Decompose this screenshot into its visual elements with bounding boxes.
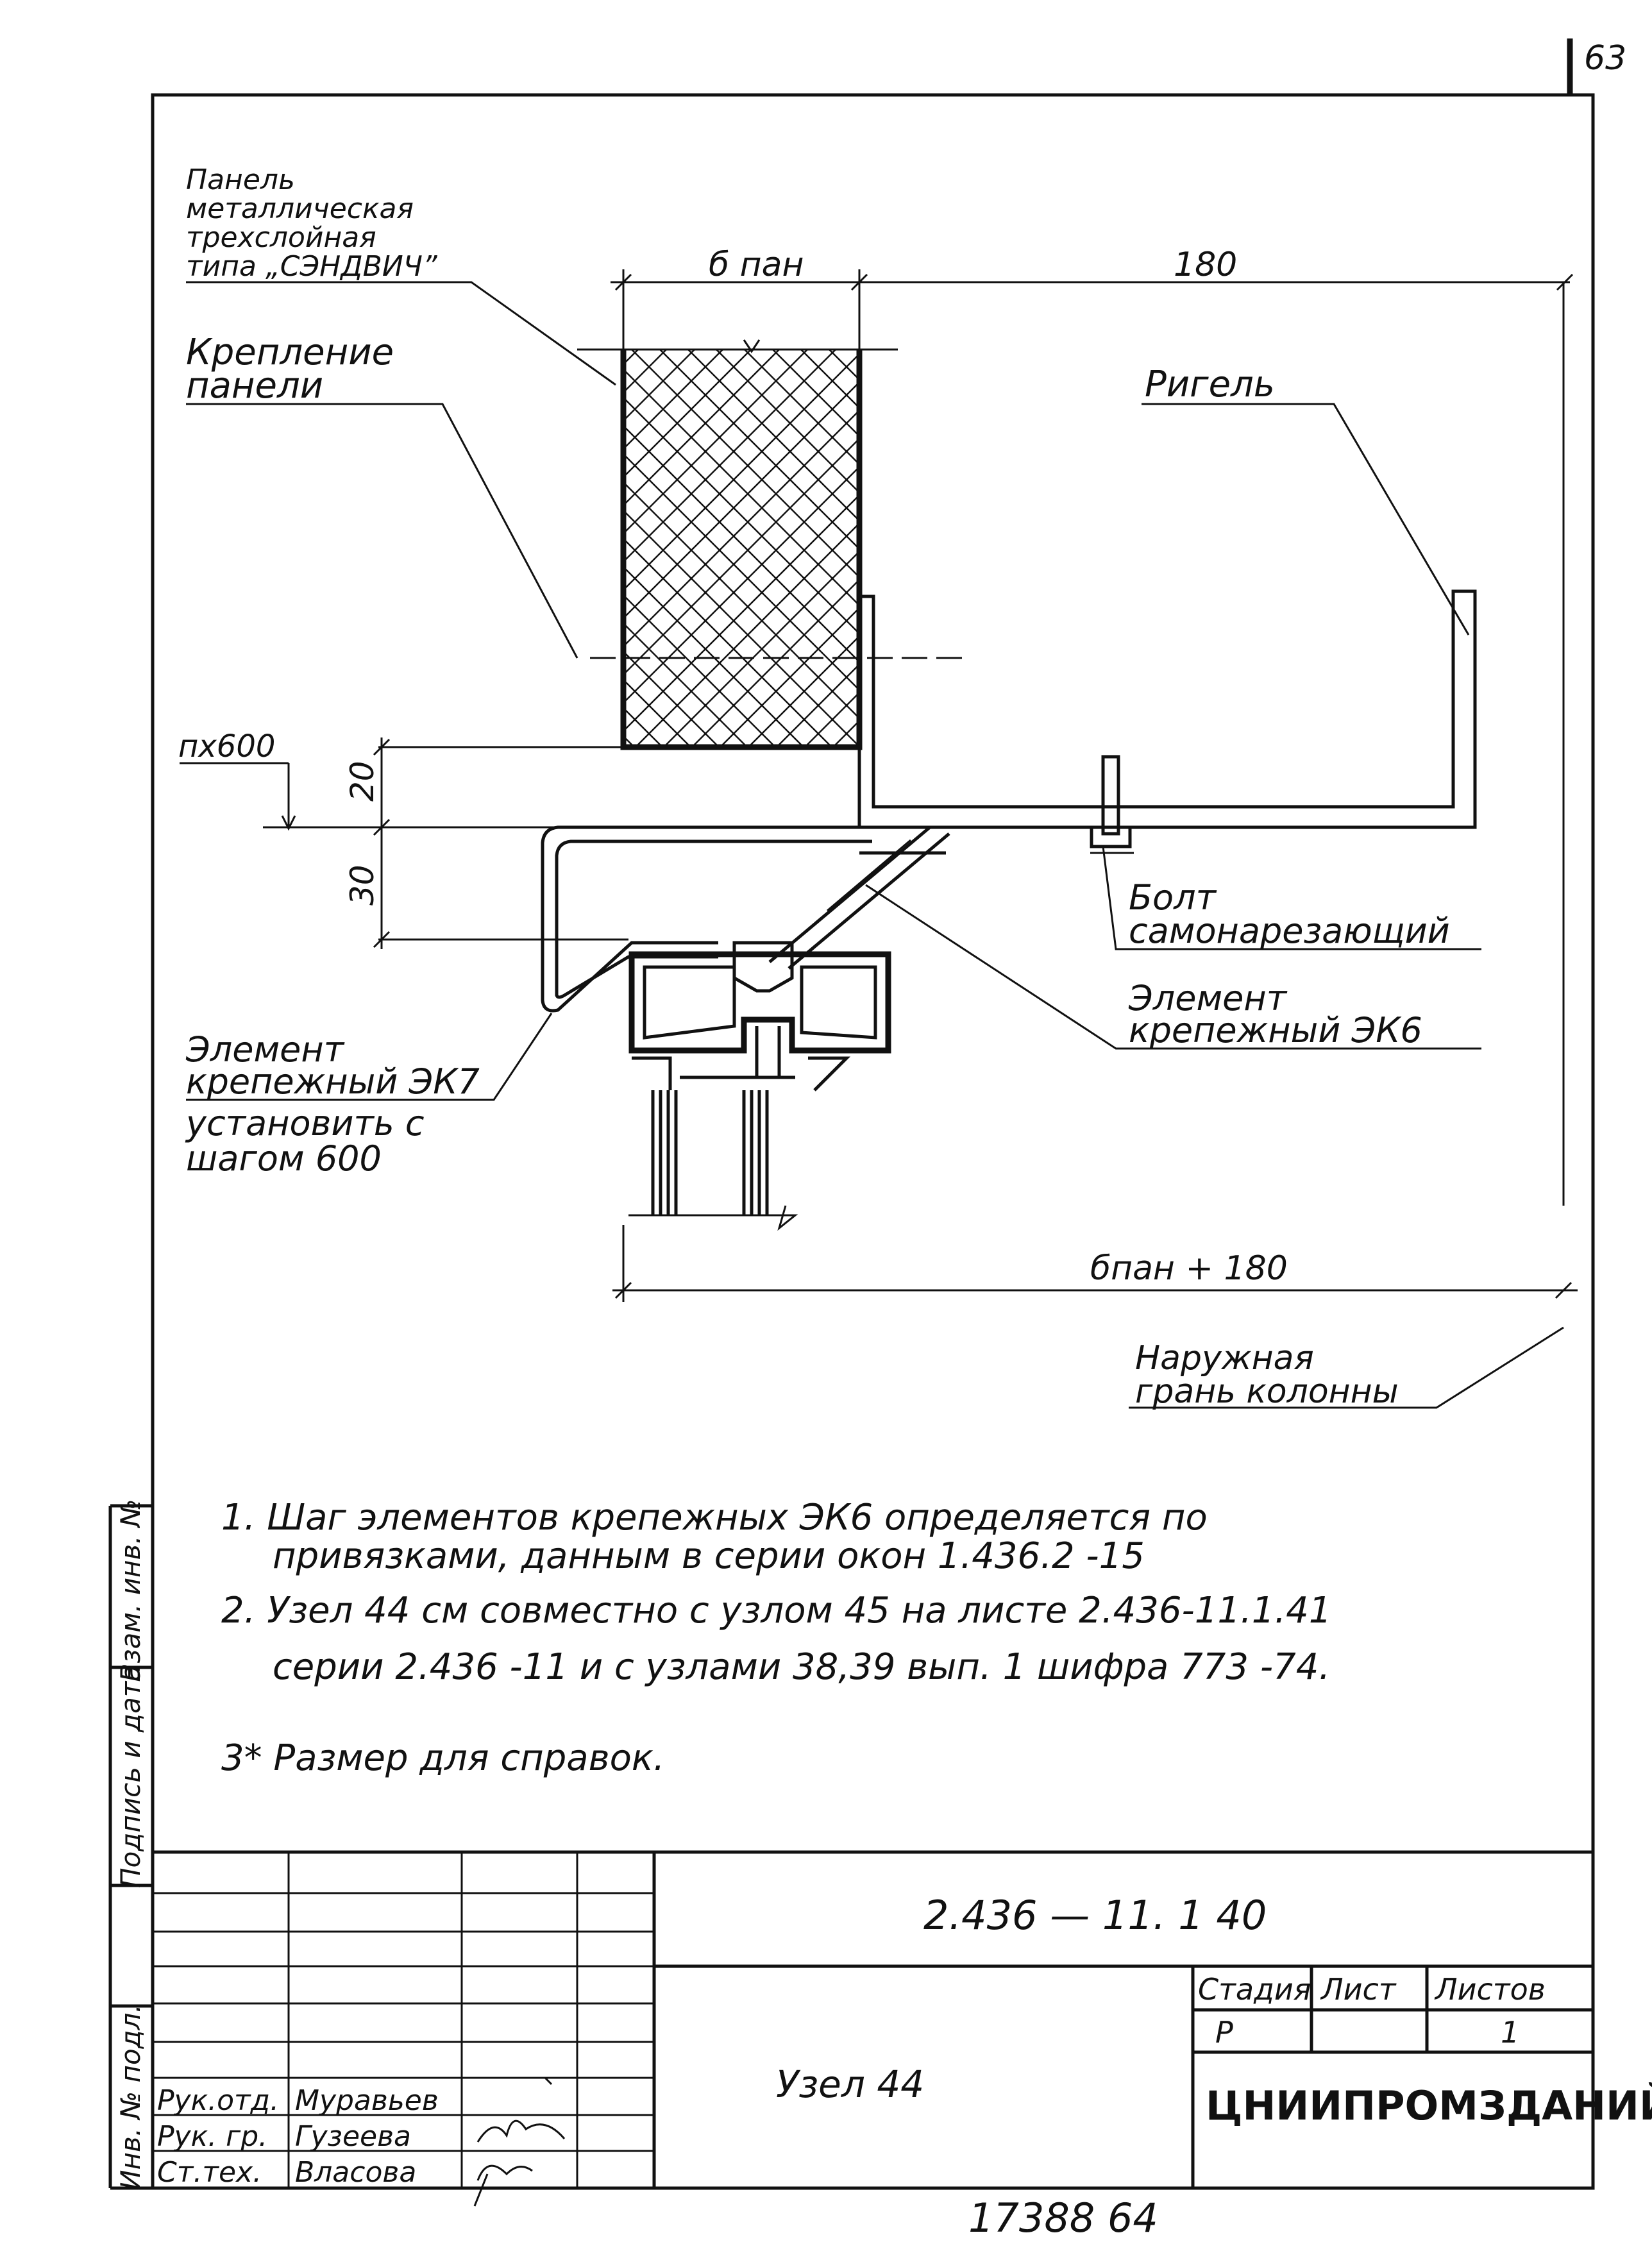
label-panel: Панель металлическая трехслойная типа „С…: [186, 164, 438, 283]
bottom-number: 17388 64: [968, 2195, 1158, 2241]
drawing-title: Узел 44: [776, 2062, 924, 2106]
sandwich-panel: [577, 339, 898, 750]
svg-text:крепежный ЭК6: крепежный ЭК6: [1129, 1010, 1422, 1050]
svg-text:типа „СЭНДВИЧ”: типа „СЭНДВИЧ”: [186, 250, 438, 283]
svg-text:Болт: Болт: [1129, 877, 1217, 918]
stage-value: Р: [1215, 2015, 1233, 2050]
svg-text:металлическая: металлическая: [186, 192, 414, 225]
label-rigel: Ригель: [1145, 364, 1275, 405]
svg-text:Ст.тех.: Ст.тех.: [157, 2156, 262, 2189]
svg-text:Муравьев: Муравьев: [295, 2084, 439, 2117]
label-panel-fastening: Крепление панели: [186, 332, 394, 407]
role-row: Рук.отд. Муравьев: [157, 2084, 439, 2117]
label-element-ek7: Элемент крепежный ЭК7 установить с шагом…: [185, 1029, 480, 1179]
leader-lines: [186, 281, 1564, 1409]
role-row: Ст.тех. Власова: [157, 2156, 416, 2189]
svg-text:установить с: установить с: [185, 1103, 425, 1143]
svg-text:панели: панели: [186, 365, 323, 407]
dimension-20-label: 20: [344, 761, 381, 802]
note-3: 3* Размер для справок.: [221, 1737, 665, 1779]
drawing-code: 2.436 — 11. 1 40: [923, 1892, 1267, 1939]
svg-text:Элемент: Элемент: [185, 1029, 345, 1070]
svg-text:трехслойная: трехслойная: [186, 221, 376, 254]
svg-text:Рук. гр.: Рук. гр.: [157, 2120, 267, 2153]
note-2-line-1: 2. Узел 44 см совместно с узлом 45 на ли…: [221, 1590, 1331, 1631]
svg-text:шагом 600: шагом 600: [186, 1138, 382, 1179]
side-stamp-inventory: Инв. № подл.: [115, 2004, 146, 2190]
note-1-line-1: 1. Шаг элементов крепежных ЭК6 определяе…: [221, 1497, 1208, 1538]
notes: 1. Шаг элементов крепежных ЭК6 определяе…: [221, 1497, 1331, 1779]
fastening-element-ek6: [768, 826, 950, 970]
dimension-b-pan-180-label: бпан + 180: [1090, 1249, 1288, 1288]
note-2-line-2: серии 2.436 -11 и с узлами 38,39 вып. 1 …: [273, 1646, 1330, 1688]
svg-text:Наружная: Наружная: [1135, 1339, 1314, 1378]
dimension-b-pan: [611, 269, 872, 350]
dimension-b-pan-180: [612, 1225, 1578, 1302]
sheet-corner-number: 63: [1584, 39, 1626, 78]
title-block-grid: [153, 1850, 1593, 2188]
dimension-b-pan-label: б пан: [709, 246, 804, 284]
role-row: Рук. гр. Гузеева: [157, 2120, 411, 2153]
window-frame-profile: [628, 941, 891, 1231]
note-1-line-2: привязками, данным в серии окон 1.436.2 …: [273, 1535, 1145, 1577]
dimension-nx600-label: пх600: [178, 729, 275, 764]
svg-text:Власова: Власова: [295, 2156, 416, 2189]
stage-label: Стадия: [1198, 1972, 1311, 2007]
svg-text:Элемент: Элемент: [1128, 978, 1288, 1018]
rigel-channel: [857, 589, 1477, 829]
svg-text:самонарезающий: самонарезающий: [1129, 911, 1450, 951]
svg-text:крепежный ЭК7: крепежный ЭК7: [186, 1061, 480, 1102]
side-stamp-signature-date: Подпись и дата: [115, 1665, 146, 1888]
svg-text:Гузеева: Гузеева: [295, 2120, 411, 2153]
dimension-vertical-20-30: [180, 738, 859, 949]
side-stamp-replacement: Взам. инв. №: [115, 1499, 146, 1682]
organization-name: ЦНИИПРОМЗДАНИЙ: [1206, 2082, 1652, 2129]
sheets-value: 1: [1501, 2015, 1519, 2050]
svg-text:грань колонны: грань колонны: [1135, 1372, 1399, 1411]
label-element-ek6: Элемент крепежный ЭК6: [1128, 978, 1422, 1050]
dimension-180: [859, 273, 1574, 1206]
sheets-label: Листов: [1434, 1972, 1546, 2007]
dimension-30-label: 30: [344, 864, 381, 906]
self-tapping-bolt: [1090, 755, 1134, 854]
label-column-face: Наружная грань колонны: [1135, 1339, 1399, 1411]
sheet-frame: [151, 38, 1595, 2190]
side-stamp-column: [108, 1504, 153, 2190]
svg-text:Панель: Панель: [186, 164, 295, 196]
fastening-element-ek7: [541, 825, 872, 1013]
signature-marks: [473, 2077, 566, 2207]
sheet-label: Лист: [1320, 1972, 1397, 2007]
svg-text:Рук.отд.: Рук.отд.: [157, 2084, 279, 2117]
dimension-180-label: 180: [1174, 246, 1237, 284]
svg-text:Крепление: Крепление: [186, 332, 394, 373]
label-bolt: Болт самонарезающий: [1129, 877, 1450, 951]
